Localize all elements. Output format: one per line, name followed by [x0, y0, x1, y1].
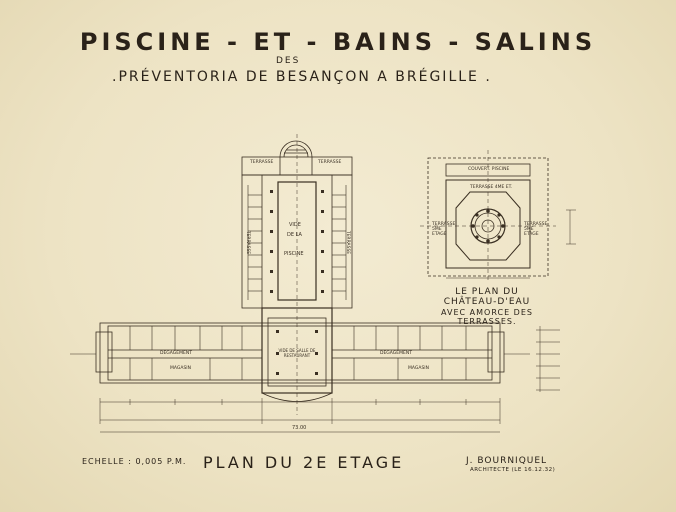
dimension-total: 73.00 [292, 425, 307, 431]
plan-title: PLAN DU 2E ETAGE [203, 453, 405, 472]
label-de-la: DE LA [287, 232, 302, 238]
label-terrasse-top-right: TERRASSE [318, 160, 342, 165]
label-couverture: COUVERT. PISCINE [468, 167, 510, 172]
chateau-caption-line2: AVEC AMORCE DES TERRASSES. [441, 308, 533, 326]
label-degagement-right: DEGAGEMENT [380, 351, 412, 356]
label-magasin-left: MAGASIN [170, 366, 191, 371]
pool-void [277, 181, 317, 301]
architect-role: ARCHITECTE (LE 16.12.32) [470, 467, 556, 473]
label-terrasse-4e: TERRASSE 4ME ET. [470, 185, 513, 190]
label-vide: VIDE [289, 222, 301, 228]
label-piscine: PISCINE [284, 251, 304, 257]
label-magasin-right: MAGASIN [408, 366, 429, 371]
main-wing-outline [99, 322, 501, 384]
label-vide-salle: VIDE DE SALLE DE RESTAURANT [278, 348, 316, 358]
label-terrasse-5e-right: TERRASSE 5ME ETAGE [524, 222, 548, 237]
chateau-caption: LE PLAN DU CHÂTEAU-D'EAU AVEC AMORCE DES… [434, 287, 540, 326]
apse-outline [279, 140, 313, 158]
label-terrasse-left: TERRASSE [245, 230, 251, 255]
label-terrasse-5e-left: TERRASSE 5ME ETAGE [432, 222, 456, 237]
drawing-subtitle: .PRÉVENTORIA DE BESANÇON A BRÉGILLE . [112, 69, 492, 85]
architect-name: J. BOURNIQUEL [466, 456, 548, 466]
label-terrasse-right: TERRASSE [345, 230, 351, 255]
chateau-caption-line1: LE PLAN DU CHÂTEAU-D'EAU [443, 287, 531, 307]
central-block [261, 307, 333, 394]
scale-label: ECHELLE : 0,005 P.M. [82, 457, 187, 466]
label-terrasse-top-left: TERRASSE [250, 160, 274, 165]
subtitle-des: DES [276, 56, 301, 66]
drawing-title: PISCINE - ET - BAINS - SALINS [79, 28, 597, 56]
label-degagement-left: DEGAGEMENT [160, 351, 192, 356]
